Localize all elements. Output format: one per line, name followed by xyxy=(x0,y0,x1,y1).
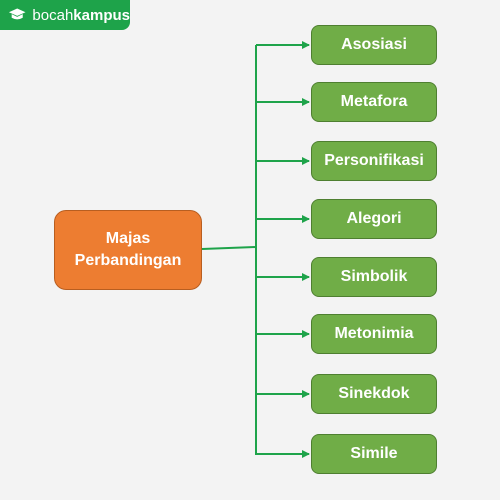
branch-arrows xyxy=(256,41,310,458)
child-node-personifikasi: Personifikasi xyxy=(311,141,437,181)
root-node-majas-perbandingan: Majas Perbandingan xyxy=(54,210,202,290)
brand-name-light: bocah xyxy=(32,6,74,24)
child-node-simbolik: Simbolik xyxy=(311,257,437,297)
child-node-simile: Simile xyxy=(311,434,437,474)
graduation-cap-icon xyxy=(8,8,26,20)
child-node-asosiasi: Asosiasi xyxy=(311,25,437,65)
child-node-metafora: Metafora xyxy=(311,82,437,122)
child-node-metonimia: Metonimia xyxy=(311,314,437,354)
child-node-sinekdok: Sinekdok xyxy=(311,374,437,414)
root-connector xyxy=(201,246,257,250)
brand-name-bold: kampus xyxy=(73,6,130,24)
child-node-alegori: Alegori xyxy=(311,199,437,239)
